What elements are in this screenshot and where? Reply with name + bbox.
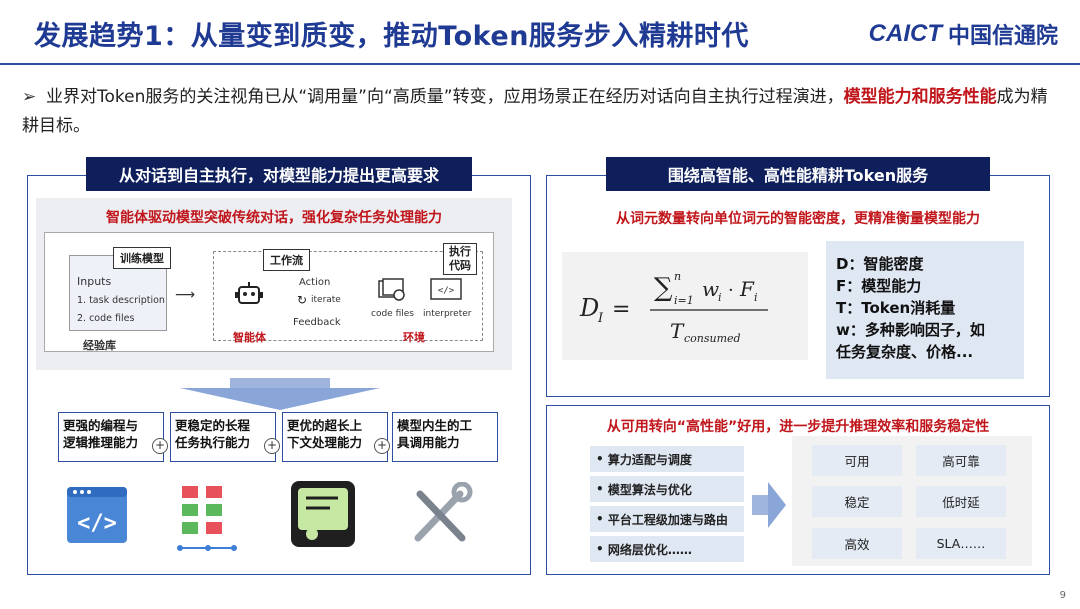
def-f: F：模型能力	[836, 277, 922, 295]
capability-card-long-context: 更优的超长上下文处理能力	[282, 412, 388, 462]
workflow-dashed-box	[213, 251, 483, 341]
plus-icon: +	[374, 438, 390, 454]
pill-platform: • 平台工程级加速与路由	[590, 506, 744, 532]
pill-algorithm: • 模型算法与优化	[590, 476, 744, 502]
arrow-right-icon: ⟶	[175, 287, 196, 303]
formula-svg: D I = ∑ n i=1 w i · F i T consumed	[579, 270, 768, 345]
presentation-board-icon	[291, 481, 355, 547]
grid-low-latency: 低时延	[916, 486, 1006, 517]
intro-bullet: ➢业界对Token服务的关注视角已从“调用量”向“高质量”转变，应用场景正在经历…	[22, 83, 1062, 141]
train-model-tag: 训练模型	[113, 247, 171, 269]
dot-icon: •	[596, 542, 604, 556]
exec-code-tag: 执行代码	[443, 243, 477, 275]
svg-text:i: i	[718, 291, 722, 304]
code-files-icon	[378, 278, 405, 301]
highlight-text: 模型能力和服务性能	[843, 87, 997, 107]
svg-text:·: ·	[728, 280, 734, 301]
svg-text:∑: ∑	[654, 273, 673, 303]
right-panel-header: 围绕高智能、高性能精耕Token服务	[606, 157, 990, 191]
capability-card-coding: 更强的编程与逻辑推理能力	[58, 412, 164, 462]
action-label: Action	[299, 277, 331, 288]
arrow-right-icon	[752, 482, 786, 528]
svg-text:n: n	[674, 270, 681, 283]
plus-icon: +	[264, 438, 280, 454]
svg-text:</>: </>	[77, 511, 117, 536]
formula-definitions: D：智能密度 F：模型能力 T：Token消耗量 w：多种影响因子，如 任务复杂…	[826, 241, 1024, 379]
wrench-screwdriver-icon	[414, 482, 473, 542]
robot-icon	[235, 282, 263, 304]
code-window-icon: </>	[67, 487, 127, 543]
capability-card-tool-use: 模型内生的工具调用能力	[392, 412, 498, 462]
interpreter-icon: </>	[430, 278, 462, 300]
iterate-icon: ↻	[297, 293, 308, 307]
intelligence-density-formula: D I = ∑ n i=1 w i · F i T consumed	[562, 252, 808, 360]
agent-label: 智能体	[233, 331, 266, 344]
code-files-label: code files	[371, 309, 414, 319]
plus-icon: +	[152, 438, 168, 454]
right-subtitle-2: 从可用转向“高性能”好用，进一步提升推理效率和服务稳定性	[606, 419, 990, 435]
dot-icon: •	[596, 512, 604, 526]
svg-text:=: =	[612, 297, 630, 322]
def-w-cont: 任务复杂度、价格...	[836, 343, 974, 361]
iterate-label: iterate	[311, 295, 341, 305]
logo-cn: 中国信通院	[947, 24, 1058, 49]
left-panel-header: 从对话到自主执行，对模型能力提出更高要求	[86, 157, 472, 191]
feedback-label: Feedback	[293, 317, 341, 328]
left-subtitle: 智能体驱动模型突破传统对话，强化复杂任务处理能力	[106, 210, 442, 226]
svg-text:i=1: i=1	[674, 294, 694, 307]
grid-available: 可用	[812, 445, 902, 476]
svg-text:F: F	[739, 277, 755, 301]
caict-logo: CAICT 中国信通院	[869, 18, 1058, 50]
down-arrow-icon	[180, 378, 380, 410]
page-number: 9	[1059, 590, 1066, 601]
svg-text:consumed: consumed	[684, 332, 741, 345]
workflow-tag: 工作流	[263, 249, 310, 271]
pill-compute: • 算力适配与调度	[590, 446, 744, 472]
arrow-bullet-icon: ➢	[22, 87, 37, 107]
def-w: w：多种影响因子，如	[836, 321, 985, 339]
grid-reliable: 高可靠	[916, 445, 1006, 476]
svg-text:</>: </>	[438, 286, 455, 296]
svg-text:D: D	[579, 294, 599, 322]
grid-stable: 稳定	[812, 486, 902, 517]
svg-text:I: I	[597, 311, 604, 326]
logo-en: CAICT	[868, 20, 942, 47]
agent-diagram: Inputs 1. task description 2. code files…	[44, 232, 494, 352]
input-code: 2. code files	[77, 313, 135, 324]
dot-icon: •	[596, 452, 604, 466]
grid-sla: SLA……	[916, 528, 1006, 559]
svg-text:w: w	[702, 277, 719, 301]
title-divider	[0, 63, 1080, 65]
capability-card-long-task: 更稳定的长程任务执行能力	[170, 412, 276, 462]
inputs-label: Inputs	[77, 275, 112, 288]
environment-label: 环境	[403, 331, 425, 344]
task-flow-icon	[177, 486, 237, 551]
def-t: T：Token消耗量	[836, 299, 956, 317]
pill-network: • 网络层优化……	[590, 536, 744, 562]
right-subtitle-1: 从词元数量转向单位词元的智能密度，更精准衡量模型能力	[616, 211, 980, 227]
svg-text:i: i	[754, 291, 758, 304]
dot-icon: •	[596, 482, 604, 496]
svg-text:T: T	[670, 319, 685, 343]
interpreter-label: interpreter	[423, 309, 472, 319]
def-d: D：智能密度	[836, 255, 924, 273]
performance-grid: 可用 高可靠 稳定 低时延 高效 SLA……	[792, 436, 1032, 566]
page-title: 发展趋势1：从量变到质变，推动Token服务步入精耕时代	[34, 21, 749, 52]
experience-lib-label: 经验库	[83, 339, 116, 352]
grid-efficient: 高效	[812, 528, 902, 559]
input-task: 1. task description	[77, 295, 165, 306]
